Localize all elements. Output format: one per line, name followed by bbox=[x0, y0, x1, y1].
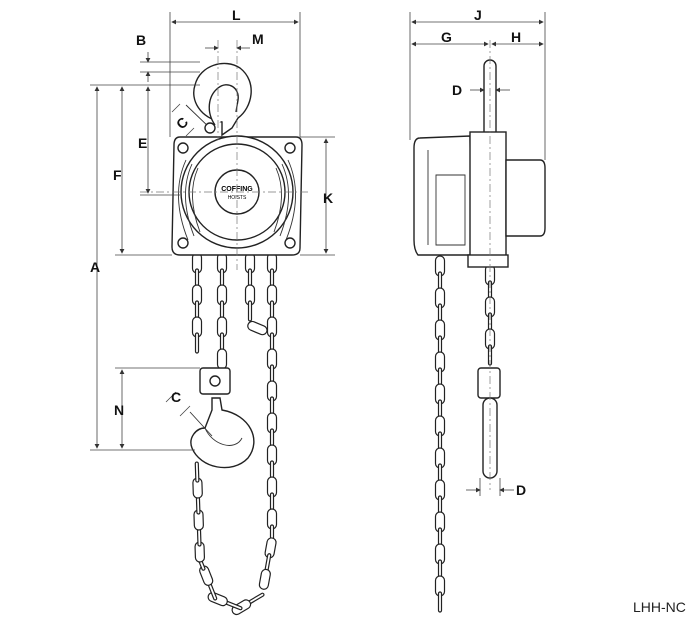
label-G: G bbox=[441, 29, 452, 45]
model-code: LHH-NC bbox=[633, 599, 686, 615]
label-B: B bbox=[136, 32, 146, 48]
chain-link bbox=[194, 332, 200, 354]
label-A: A bbox=[90, 259, 100, 275]
label-N: N bbox=[114, 402, 124, 418]
bottom-hook bbox=[189, 367, 255, 469]
chain-link bbox=[207, 591, 228, 607]
side-view: J G H D D bbox=[409, 7, 546, 498]
label-H: H bbox=[511, 29, 521, 45]
top-hook bbox=[185, 62, 252, 137]
chains bbox=[191, 252, 496, 616]
chain-link bbox=[258, 568, 271, 590]
chain-link bbox=[216, 348, 228, 370]
label-K: K bbox=[323, 190, 333, 206]
chain-link bbox=[247, 300, 253, 322]
label-E: E bbox=[138, 135, 147, 151]
chain-link bbox=[247, 320, 268, 336]
label-M: M bbox=[252, 31, 264, 47]
chain-link bbox=[437, 591, 443, 613]
label-D-top: D bbox=[452, 82, 462, 98]
label-J: J bbox=[474, 7, 482, 23]
chain-link bbox=[194, 461, 200, 483]
front-view: COFFING HOISTS bbox=[90, 7, 335, 469]
label-C-top: C bbox=[173, 114, 191, 132]
logo-text-sub: HOISTS bbox=[228, 195, 247, 201]
label-C-bottom: C bbox=[171, 389, 181, 405]
side-bottom-block bbox=[477, 367, 501, 399]
chain-link bbox=[199, 565, 214, 586]
label-F: F bbox=[113, 167, 122, 183]
label-L: L bbox=[232, 7, 241, 23]
label-D-bottom: D bbox=[516, 482, 526, 498]
